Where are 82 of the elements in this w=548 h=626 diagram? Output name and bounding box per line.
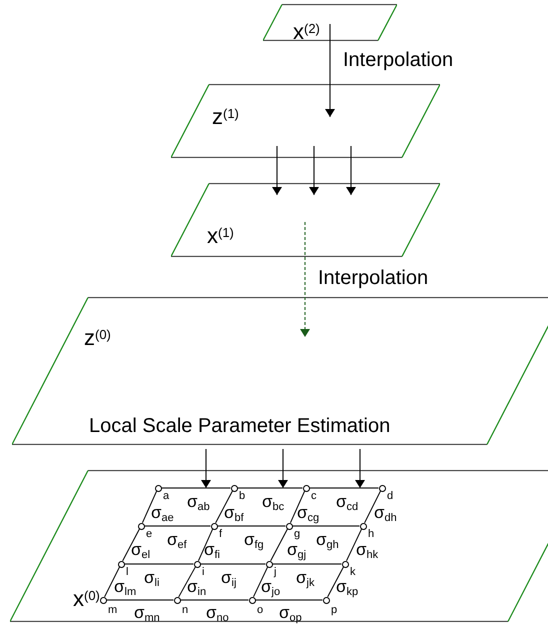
vertex-letter: d [387,491,394,502]
vertex-letter: e [146,529,152,540]
grid-line [122,528,140,562]
vertex-letter: k [350,567,356,578]
grid-vertex [230,484,238,492]
grid-vertex [302,484,310,492]
layer-label: x$^{(0)}$ [73,588,100,610]
sigma-label: σ$_{cg}$ [297,504,320,521]
grid-line [364,490,381,524]
vertex-letter: o [257,605,264,616]
arrow [309,146,319,196]
sigma-label: σ$_{ef}$ [167,531,187,548]
layer-label: z$^{(1)}$ [212,106,239,128]
grid-line [290,490,306,524]
vertex-letter: j [274,567,276,578]
layer-label: x$^{(1)}$ [207,225,234,247]
grid-line [215,490,233,524]
vertex-letter: m [108,605,118,616]
sigma-label: σ$_{gj}$ [287,541,306,558]
vertex-letter: p [331,605,338,616]
vertex-letter: n [182,605,188,616]
grid-vertex [174,596,180,604]
grid-vertex [100,596,106,604]
layer-label: x$^{(2)}$ [293,21,320,43]
grid-vertex [138,522,144,530]
sigma-label: σ$_{ae}$ [151,504,174,521]
sigma-label: σ$_{ab}$ [187,493,210,510]
grid-line [142,490,158,524]
sigma-label: σ$_{kp}$ [336,578,358,595]
sigma-label: σ$_{jo}$ [261,578,280,595]
arrow [325,24,335,118]
sigma-label: σ$_{op}$ [279,604,302,621]
sigma-label: σ$_{in}$ [187,578,206,595]
grid-line [270,528,288,562]
sigma-label: σ$_{bc}$ [262,493,284,510]
grid-vertex [322,596,330,604]
sigma-label: σ$_{dh}$ [374,504,397,521]
sigma-label: σ$_{mn}$ [134,604,160,621]
sigma-label: σ$_{bf}$ [224,504,244,521]
grid-vertex [210,522,218,530]
grid-line [198,528,214,562]
grid-line [178,566,196,598]
vertex-letter: l [126,567,128,578]
grid-vertex [342,560,348,568]
grid-line [104,566,120,598]
sigma-label: σ$_{gh}$ [316,531,339,548]
layer-label: z$^{(0)}$ [84,327,111,349]
caption-text: Local Scale Parameter Estimation [89,414,390,439]
sigma-label: σ$_{jk}$ [296,569,314,586]
grid-vertex [154,484,162,492]
grid-vertex [194,560,200,568]
grid-vertex [248,596,256,604]
sigma-label: σ$_{fi}$ [204,541,220,558]
arrow [278,448,288,488]
sigma-label: σ$_{cd}$ [336,493,358,510]
grid-line [327,566,344,598]
grid-vertex [286,522,292,530]
sigma-label: σ$_{ij}$ [221,569,236,586]
arrow [201,448,211,488]
sigma-label: σ$_{lm}$ [114,578,136,595]
sigma-label: σ$_{hk}$ [356,541,378,558]
vertex-letter: f [219,529,222,540]
vertex-letter: c [311,491,316,502]
grid-vertex [360,522,366,530]
vertex-letter: g [294,529,300,540]
sigma-label: σ$_{fg}$ [244,531,264,548]
vertex-letter: b [239,491,246,502]
arrow [346,146,356,196]
grid-vertex [266,560,272,568]
sigma-label: σ$_{li}$ [144,569,160,586]
grid-vertex [378,484,386,492]
vertex-letter: a [163,491,170,502]
grid-line [253,566,268,598]
sigma-label: σ$_{el}$ [131,541,150,558]
vertex-letter: h [368,529,374,540]
arrow [355,448,365,488]
sigma-label: σ$_{no}$ [206,604,229,621]
grid-vertex [118,560,124,568]
arrow [300,222,310,338]
vertex-letter: i [202,567,204,578]
grid-line [346,528,362,562]
arrow [272,146,282,196]
